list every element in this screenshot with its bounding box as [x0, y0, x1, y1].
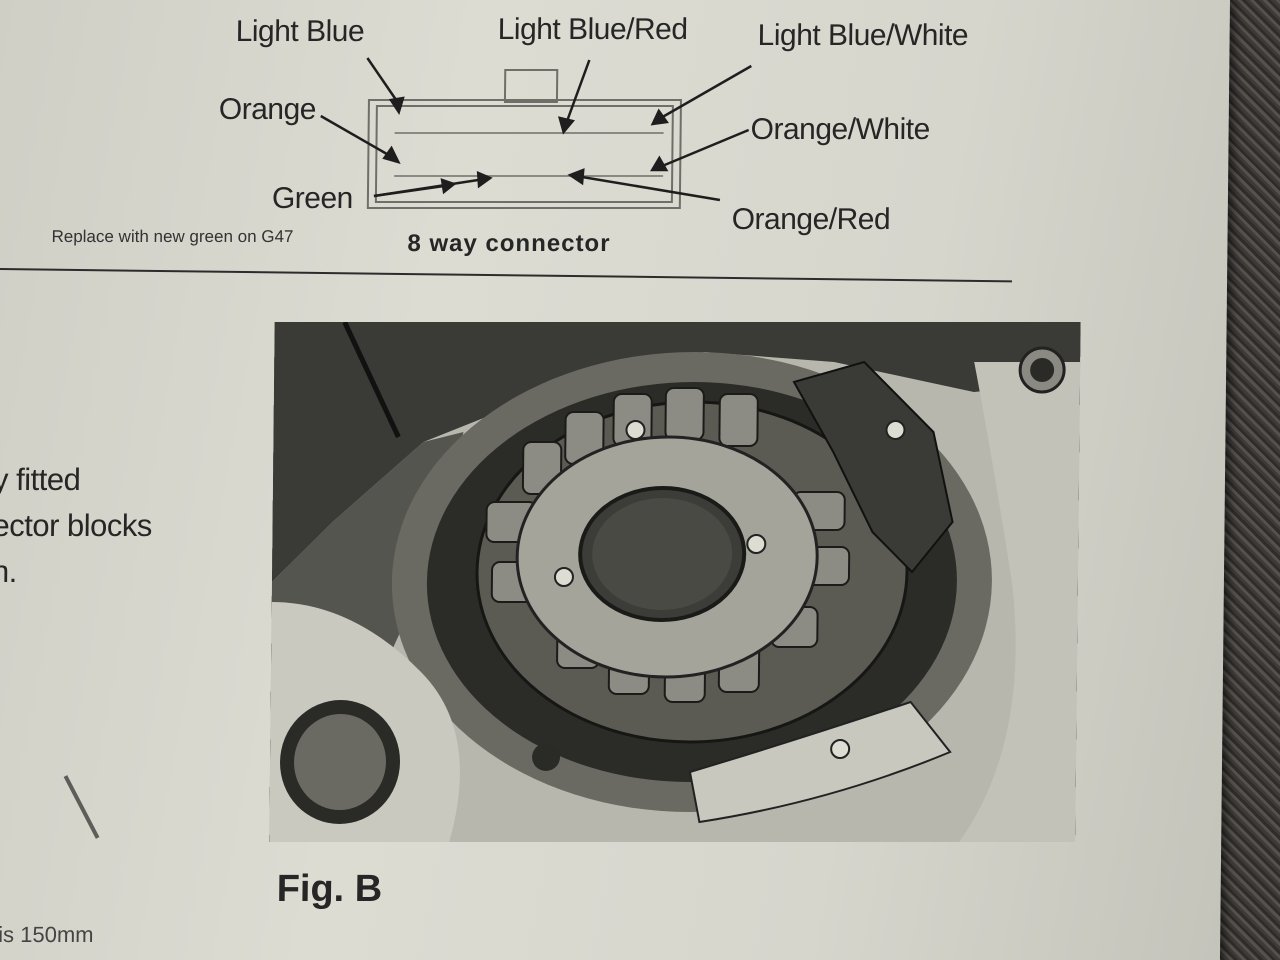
connector-housing-outer — [366, 99, 682, 209]
arrow-orange — [320, 114, 391, 158]
label-orange: Orange — [218, 93, 317, 126]
replace-note: Replace with new green on G47 — [51, 227, 294, 246]
label-light-blue-red: Light Blue/Red — [497, 13, 688, 46]
connector-title: 8 way connector — [407, 230, 611, 257]
label-orange-white: Orange/White — [750, 113, 930, 146]
arrowhead-light-blue-red — [557, 116, 575, 135]
arrowhead-orange-white — [650, 155, 669, 172]
arrowhead-orange-red — [567, 168, 585, 186]
arrow-green-2 — [373, 178, 479, 198]
footer-fragment: is 150mm — [0, 922, 94, 947]
arrowhead-orange — [382, 145, 401, 164]
connector-housing-inner — [374, 105, 674, 203]
body-text-line-3: n. — [0, 554, 18, 589]
figure-caption: Fig. B — [276, 868, 383, 910]
arrowhead-light-blue-white — [650, 108, 669, 126]
arrow-light-blue-white — [660, 64, 752, 120]
label-light-blue: Light Blue — [235, 15, 365, 48]
connector-latch — [503, 69, 559, 103]
arrowhead-light-blue — [388, 96, 405, 115]
arrow-light-blue — [366, 57, 400, 105]
label-light-blue-white: Light Blue/White — [757, 19, 969, 52]
pen-mark — [63, 775, 100, 839]
arrow-orange-red — [581, 175, 721, 202]
arrow-light-blue-red — [565, 59, 591, 123]
arrow-orange-white — [661, 128, 750, 168]
stator-photo — [269, 322, 1081, 842]
body-text-line-1: y fitted — [0, 462, 81, 497]
arrowhead-green-2 — [476, 171, 493, 189]
connector-diagram — [320, 57, 752, 209]
body-text-line-2: ector blocks — [0, 508, 153, 543]
label-orange-red: Orange/Red — [731, 203, 891, 236]
manual-page: Light Blue Light Blue/Red Light Blue/Whi… — [0, 0, 1231, 960]
label-green: Green — [271, 182, 353, 215]
